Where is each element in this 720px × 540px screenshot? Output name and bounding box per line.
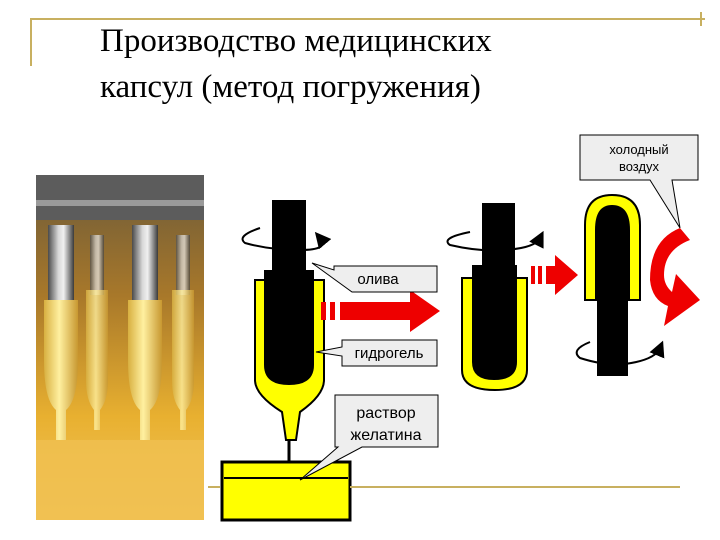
frame-top-line	[30, 18, 705, 20]
cooling-station	[575, 193, 665, 376]
pin-body-3	[595, 205, 630, 300]
slide-title-line-1: Производство медицинских	[100, 23, 492, 59]
cold-air-label-line-1: холодный	[609, 142, 668, 157]
frame-tick	[700, 12, 702, 26]
pin-body-2	[472, 265, 517, 380]
slide-title: Производство медицинских капсул (метод п…	[100, 18, 700, 110]
rotation-arrow-icon	[446, 230, 544, 252]
cold-air-label-line-2: воздух	[619, 159, 660, 174]
pin-body	[264, 270, 314, 385]
cold-air-callout: холодный воздух	[579, 134, 699, 229]
pin-callout: олива	[311, 262, 438, 293]
solution-label-line-2: желатина	[351, 427, 422, 444]
production-photo	[36, 175, 204, 520]
drying-station	[446, 203, 544, 392]
hydrogel-callout: гидрогель	[315, 339, 438, 367]
curved-air-arrow-icon	[650, 228, 700, 326]
red-arrow-icon	[531, 255, 578, 295]
hydrogel-label: гидрогель	[355, 345, 424, 362]
bottom-rule-short	[208, 486, 220, 488]
dipping-station	[220, 200, 352, 522]
solution-label-line-1: раствор	[356, 405, 415, 422]
pin-shaft	[272, 200, 306, 270]
solution-callout: раствор желатина	[299, 394, 439, 481]
bottom-rule	[350, 486, 680, 488]
red-arrow-icon	[321, 290, 440, 332]
rotation-arrow-icon	[241, 227, 332, 252]
rotation-arrow-icon	[575, 340, 665, 366]
gelatin-bath	[220, 460, 352, 522]
pin-label: олива	[357, 271, 399, 288]
slide-title-line-2: капсул (метод погружения)	[100, 69, 481, 105]
frame-left-line	[30, 18, 32, 66]
pin-shaft-2	[482, 203, 515, 275]
